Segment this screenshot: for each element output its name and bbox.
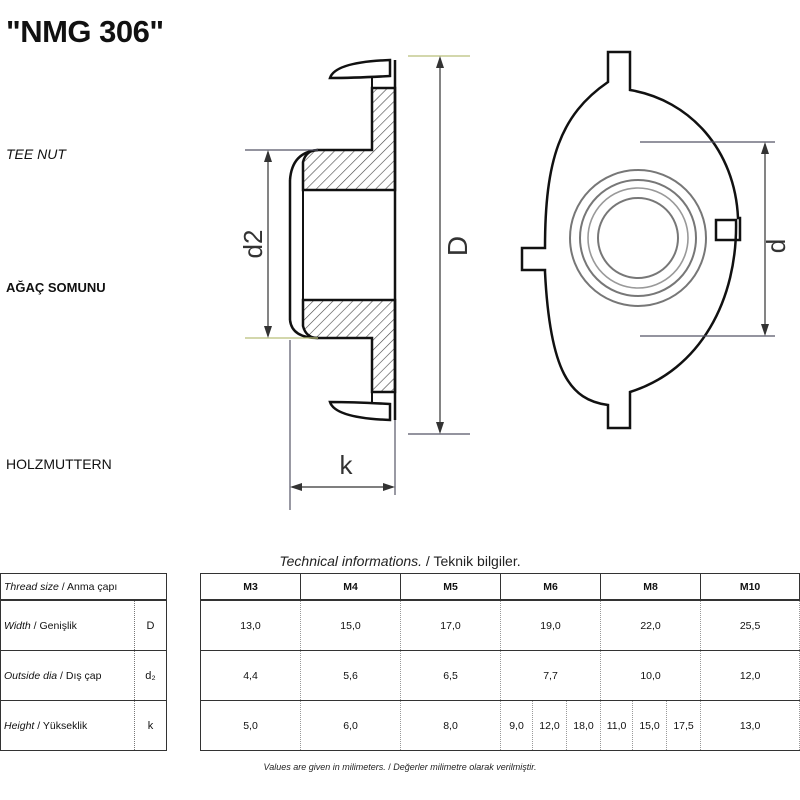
hub-ring [587,187,689,289]
footnote: Values are given in milimeters. / Değerl… [263,762,537,772]
table-cell: 5,6 [300,650,401,701]
upper-hatch [301,86,397,192]
row-label-width: Width / Genişlik [0,599,135,651]
page-title: "NMG 306" [6,14,164,49]
table-cell: 8,0 [400,700,501,751]
size-m4: M4 [300,573,401,601]
table-cell: 15,0 [300,599,401,651]
hub-outer [569,169,707,307]
dim-label-d: d [761,239,791,253]
dim-k: k [289,340,396,510]
table-cell: 4,4 [200,650,301,701]
dim-label-D: D [442,236,473,256]
symbol-outside: d₂ [134,650,167,701]
lower-prong [328,400,392,422]
top-view [520,50,742,430]
table-cell: 19,0 [499,599,602,651]
table-cell: 6,5 [400,650,501,701]
outside-row: Outside dia / Dış çap d₂ 4,4 5,6 6,5 7,7… [0,650,800,701]
table-cell: 25,5 [700,599,800,651]
label-german: HOLZMUTTERN [6,456,112,472]
table-cell: 5,0 [200,700,301,751]
table-cell: 12,0 [532,700,567,751]
table-cell: 11,0 [600,700,634,751]
label-turkish: AĞAÇ SOMUNU [6,280,106,295]
table-cell: 17,5 [666,700,702,751]
upper-prong [328,58,392,80]
table-cell: 18,0 [565,700,602,751]
table-cell: 7,7 [499,650,602,701]
spec-table: Thread size / Anma çapı M3 M4 M5 M6 M8 M… [0,573,800,751]
symbol-width: D [134,599,167,651]
hub-middle [579,179,697,297]
bore [597,197,679,279]
row-label-height: Height / Yükseklik [0,700,135,751]
header-label: Thread size / Anma çapı [0,573,167,601]
height-row: Height / Yükseklik k 5,0 6,0 8,0 9,0 12,… [0,700,800,751]
size-m6: M6 [499,573,602,601]
dim-d2: d2 [238,149,318,339]
dim-label-k: k [340,450,354,480]
dim-d: d [640,141,791,337]
row-label-outside: Outside dia / Dış çap [0,650,135,701]
size-m8: M8 [600,573,702,601]
label-english: TEE NUT [6,146,66,162]
table-cell: 10,0 [600,650,702,701]
flange-outline [520,50,742,430]
tee-nut-drawing: d2 D k d [238,50,791,510]
section-view [288,58,397,422]
width-row: Width / Genişlik D 13,0 15,0 17,0 19,0 2… [0,599,800,651]
lower-hatch [301,298,397,394]
size-m10: M10 [700,573,800,601]
header-row: Thread size / Anma çapı M3 M4 M5 M6 M8 M… [0,573,800,601]
size-m5: M5 [400,573,501,601]
table-cell: 15,0 [632,700,668,751]
size-m3: M3 [200,573,301,601]
table-cell: 6,0 [300,700,401,751]
table-cell: 13,0 [200,599,301,651]
symbol-height: k [134,700,167,751]
table-cell: 17,0 [400,599,501,651]
table-cell: 12,0 [700,650,800,701]
dim-D: D [408,55,473,435]
table-caption: Technical informations. / Teknik bilgile… [279,553,521,569]
table-cell: 9,0 [500,700,533,751]
dim-label-d2: d2 [238,230,268,259]
table-cell: 22,0 [600,599,702,651]
table-cell: 13,0 [700,700,800,751]
